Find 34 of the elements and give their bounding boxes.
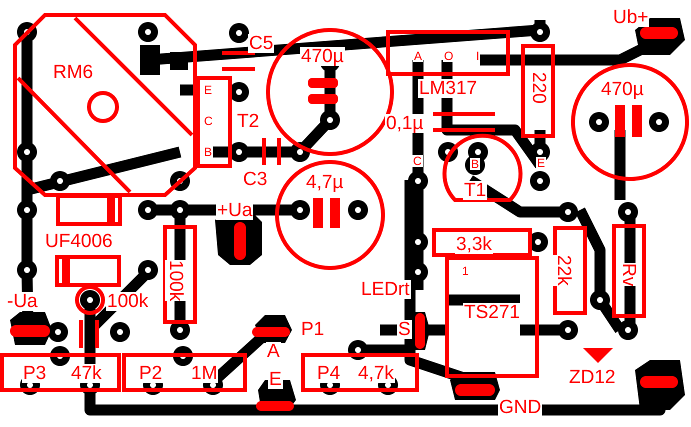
pin-label: 1	[461, 265, 470, 277]
component-label: 0,1µ	[385, 114, 424, 133]
component-label: 4,7µ	[305, 173, 344, 192]
component-label: P3	[22, 364, 48, 383]
component-label: Ub+	[612, 8, 650, 27]
component-label: C5	[248, 34, 274, 53]
component-label: 3,3k	[455, 235, 493, 254]
component-label: +Ua	[216, 201, 254, 220]
pin-label: E	[536, 157, 546, 169]
component-label: 4,7k	[357, 364, 395, 383]
component-label: P4	[316, 364, 342, 383]
pin-label: E	[203, 84, 214, 96]
component-label: GND	[498, 398, 542, 417]
component-label: 22k	[553, 255, 574, 286]
component-label: LEDrt	[360, 280, 411, 299]
pin-label: O	[443, 50, 454, 62]
component-label: 100k	[165, 260, 186, 302]
pin-label: B	[203, 146, 214, 158]
pin-label: C	[412, 155, 423, 167]
component-label: 470µ	[600, 80, 645, 99]
component-label: LM317	[418, 79, 478, 98]
component-label: 47k	[70, 364, 103, 383]
component-label: T1	[463, 181, 488, 200]
pin-label: I	[475, 50, 480, 62]
component-label: 470µ	[300, 47, 345, 66]
pin-label: C	[203, 115, 214, 127]
component-label: -Ua	[6, 292, 39, 311]
pin-label: B	[470, 158, 480, 170]
component-label: P2	[138, 364, 164, 383]
component-label: 100k	[106, 292, 150, 311]
pin-label: A	[413, 50, 424, 62]
component-label: 1M	[190, 364, 218, 383]
component-label: E	[268, 370, 283, 389]
component-label: S	[397, 320, 412, 339]
